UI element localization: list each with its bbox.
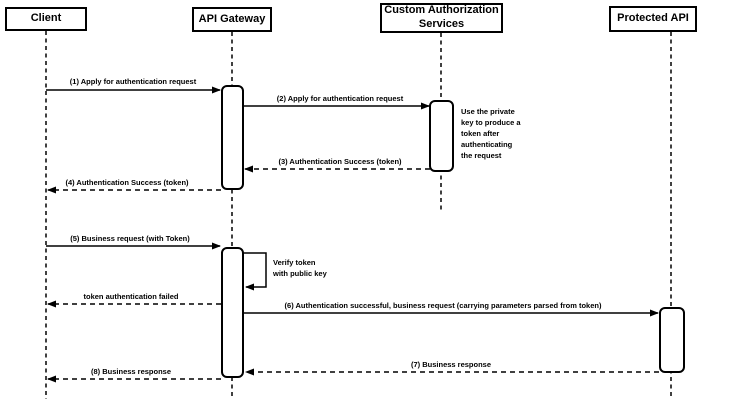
message-label-6: (6) Authentication successful, business … [284,301,602,310]
message-label-3: (3) Authentication Success (token) [278,157,402,166]
self-loop-arrow [244,252,267,291]
message-label-8: (8) Business response [90,367,172,376]
activation-bar-api-gateway-2 [221,247,244,378]
message-label-token-failed: token authentication failed [83,292,179,301]
actor-client: Client [5,7,87,31]
note-private-key: Use the private key to produce a token a… [461,107,521,160]
self-loop-label: Verify token with public key [273,258,327,278]
actor-api-gateway-label: API Gateway [198,12,266,25]
actor-api-gateway: API Gateway [192,7,272,32]
actor-protected-api: Protected API [609,6,697,32]
message-label-5: (5) Business request (with Token) [70,234,190,243]
message-label-7: (7) Business response [410,360,492,369]
activation-bar-api-gateway-1 [221,85,244,190]
message-label-2: (2) Apply for authentication request [276,94,404,103]
activation-bar-protected-api [659,307,685,373]
message-label-1: (1) Apply for authentication request [69,77,197,86]
actor-custom-authorization-services: Custom Authorization Services [380,3,503,33]
actor-client-label: Client [30,12,62,25]
activation-bar-custom-authorization [429,100,454,172]
actor-custom-authorization-services-label: Custom Authorization Services [384,4,499,30]
actor-protected-api-label: Protected API [617,12,689,25]
message-label-4: (4) Authentication Success (token) [65,178,189,187]
